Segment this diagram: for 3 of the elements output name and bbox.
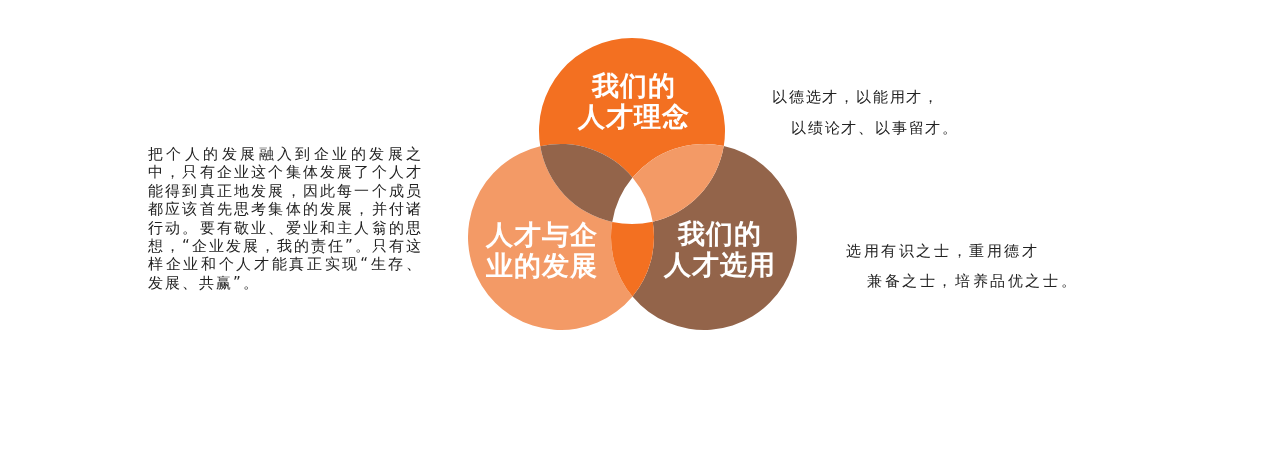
description-text: 把个人的发展融入到企业的发展之中，只有企业这个集体发展了个人才能得到真正地发展，因此每一个成员都应该首先思考集体的发展，并付诸行动。要有敬业、爱业和主人翁的思想，“企业发展，我的责任”。只有这样企业和个人才能真正实现“生存、发展、共赢”。: [148, 145, 423, 293]
description-text: 以德选才，以能用才，以绩论才、以事留才。: [772, 87, 959, 138]
description-text: 选用有识之士，重用德才兼备之士，培养品优之士。: [846, 242, 1079, 291]
